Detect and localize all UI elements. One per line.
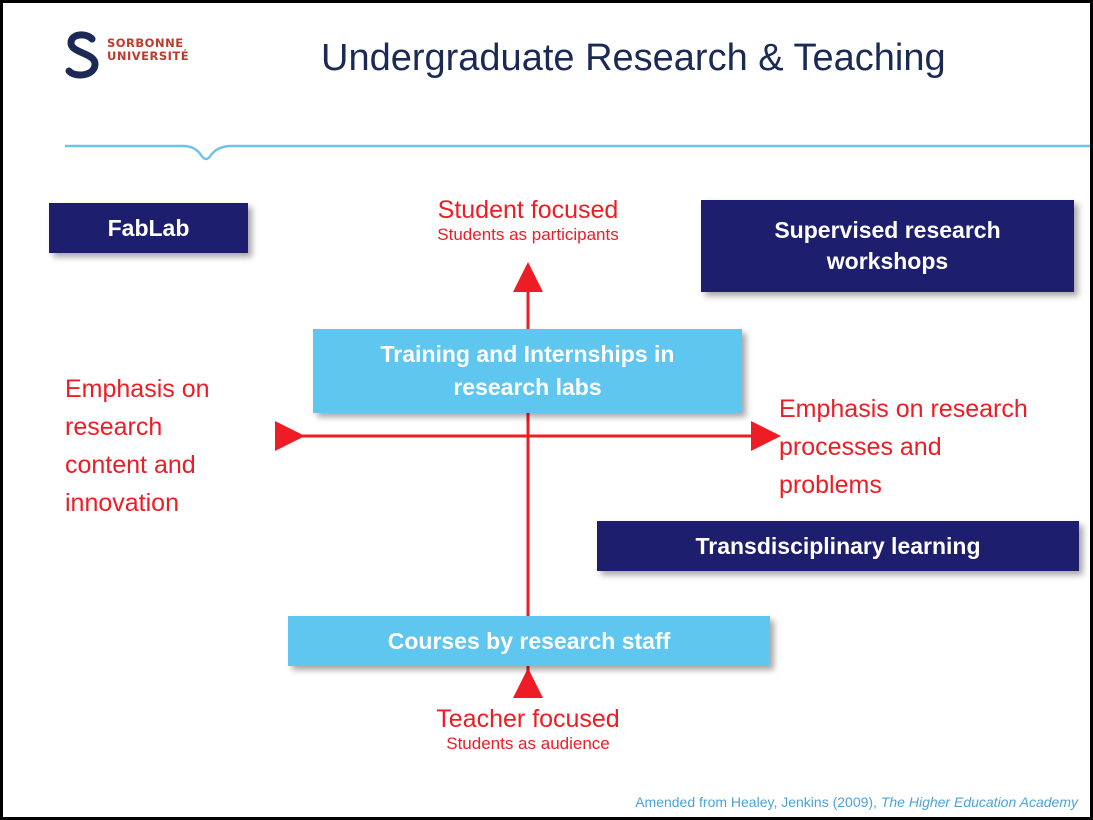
logo-line2: UNIVERSITÉ [107,49,190,63]
top-axis-title: Student focused [437,196,619,224]
top-axis-label: Student focused Students as participants [378,196,678,245]
slide-title: Undergraduate Research & Teaching [321,37,946,79]
supervised-research-workshops-box: Supervised research workshops [701,200,1074,292]
right-axis-label: Emphasis on research processes and probl… [779,395,1028,499]
bottom-axis-label: Teacher focused Students as audience [378,705,678,754]
sorbonne-logo: SORBONNE UNIVERSITÉ [65,31,225,81]
sorbonne-emblem-icon [65,31,99,79]
footer-source: The Higher Education Academy [880,794,1078,810]
footer-text: Amended from Healey, Jenkins (2009), [635,794,881,810]
logo-text: SORBONNE UNIVERSITÉ [107,37,189,63]
top-axis-subtitle: Students as participants [437,225,619,244]
bottom-axis-title: Teacher focused [436,705,620,733]
logo-line1: SORBONNE [107,36,184,50]
source-footer: Amended from Healey, Jenkins (2009), The… [635,794,1078,810]
training-internships-box: Training and Internships in research lab… [313,329,742,413]
fablab-box: FabLab [49,203,248,253]
courses-by-research-staff-box: Courses by research staff [288,616,770,666]
transdisciplinary-learning-box: Transdisciplinary learning [597,521,1079,571]
bottom-axis-subtitle: Students as audience [446,734,610,753]
header-rule [65,144,1090,161]
left-axis-label: Emphasis on research content and innovat… [65,375,210,517]
